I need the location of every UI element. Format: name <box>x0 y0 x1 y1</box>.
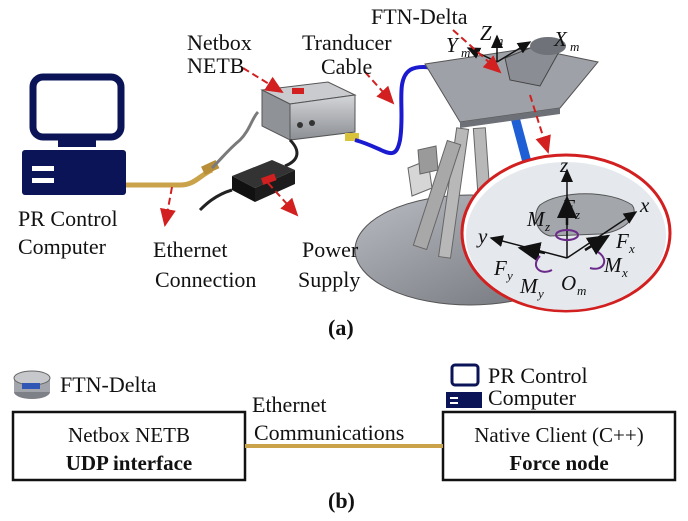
label-power-line1: Power <box>302 237 359 262</box>
inset-My: M <box>519 274 539 298</box>
caption-a: (a) <box>328 315 354 340</box>
inset-My-sub: y <box>536 286 544 301</box>
label-ethernet-line2: Connection <box>155 267 256 292</box>
pr-computer-icon <box>446 363 482 408</box>
axis-sub-xm: m <box>570 39 579 54</box>
leader-arrows <box>160 29 551 227</box>
label-b-link-line2: Communications <box>254 420 404 445</box>
label-ftn-delta: FTN-Delta <box>371 4 468 29</box>
inset-Fy-sub: y <box>505 268 513 283</box>
inset-Mx-sub: x <box>621 265 628 280</box>
inset-axis-y: y <box>476 224 488 248</box>
part-b-diagram <box>11 363 677 482</box>
inset-Mz-sub: z <box>544 219 550 234</box>
inset-Fz-sub: z <box>574 207 580 222</box>
label-b-ftn: FTN-Delta <box>60 372 157 397</box>
label-pr-line1: PR Control <box>18 206 118 231</box>
caption-b: (b) <box>328 488 355 513</box>
label-power-line2: Supply <box>298 267 360 292</box>
label-b-pr-line1: PR Control <box>488 363 588 388</box>
netbox-box-line2: UDP interface <box>66 451 193 475</box>
inset-axis-x: x <box>639 193 650 217</box>
computer-icon <box>22 73 126 195</box>
inset-Fx: F <box>615 229 629 253</box>
axis-sub-ym: m <box>461 45 470 60</box>
part-a-diagram <box>22 29 672 313</box>
inset-origin: O <box>561 271 576 295</box>
label-transducer-line1: Tranducer <box>302 30 392 55</box>
label-b-link-line1: Ethernet <box>252 392 327 417</box>
power-supply <box>198 138 299 212</box>
label-netbox-line1: Netbox <box>187 30 252 55</box>
label-transducer-line2: Cable <box>321 54 372 79</box>
native-client-box <box>441 410 677 482</box>
label-pr-line2: Computer <box>18 234 107 259</box>
force-inset <box>460 153 672 313</box>
netbox-box-line1: Netbox NETB <box>68 423 190 447</box>
ethernet-cable <box>126 110 260 188</box>
axis-sub-zm: m <box>494 33 503 48</box>
inset-Fz: F <box>561 195 575 219</box>
ftn-delta-icon <box>13 370 51 399</box>
inset-Fy: F <box>493 256 507 280</box>
label-netbox-line2: NETB <box>187 53 244 78</box>
label-ethernet-line1: Ethernet <box>153 237 228 262</box>
inset-Mz: M <box>526 207 546 231</box>
netbox-device <box>260 81 359 141</box>
native-client-line1: Native Client (C++) <box>474 423 644 447</box>
axis-label-ym: Y <box>446 33 460 57</box>
axis-label-xm: X <box>553 27 568 51</box>
inset-origin-sub: m <box>577 283 586 298</box>
inset-axis-z: z <box>559 153 568 177</box>
native-client-line2: Force node <box>509 451 608 475</box>
label-b-pr-line2: Computer <box>488 385 577 410</box>
inset-Fx-sub: x <box>628 241 635 256</box>
axis-label-zm: Z <box>480 21 492 45</box>
inset-Mx: M <box>603 253 623 277</box>
